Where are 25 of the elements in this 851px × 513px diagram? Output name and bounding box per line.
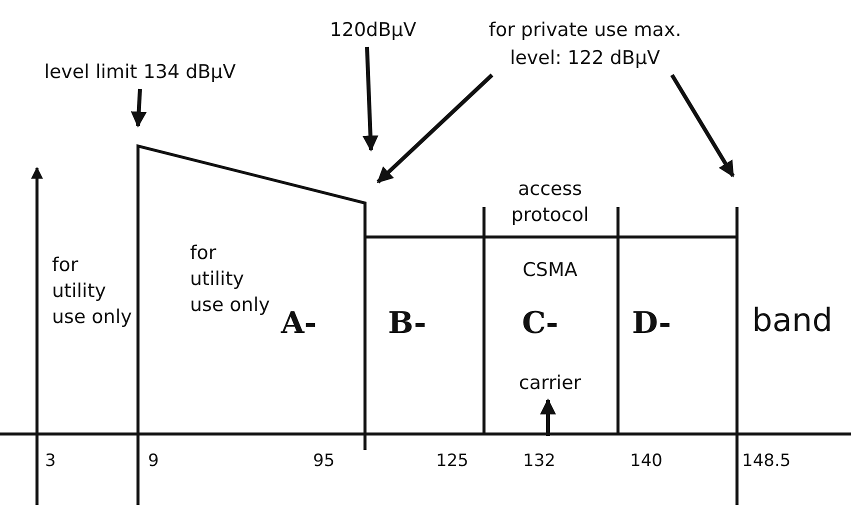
band-word: band — [752, 300, 834, 340]
band-name: C- — [522, 306, 560, 342]
annotation-text: 120dBμV — [318, 16, 428, 44]
tick-label: 3 — [45, 450, 56, 473]
leader-arrow — [362, 46, 378, 152]
leader-arrow — [376, 74, 494, 184]
leader-arrow — [130, 88, 147, 128]
leader-arrow — [540, 398, 556, 436]
leader-arrow — [670, 74, 735, 178]
tick-label: 95 — [313, 450, 335, 473]
band-name: B- — [388, 306, 428, 342]
tick-label: 125 — [436, 450, 468, 473]
annotation-text: for private use max. level: 122 dBμV — [480, 16, 690, 72]
annotation-text: carrier — [510, 369, 590, 397]
tick-label: 140 — [630, 450, 662, 473]
band-note: for utility use only — [52, 253, 132, 330]
tick-label: 132 — [523, 450, 556, 473]
tick-label: 148.5 — [742, 450, 791, 473]
protocol-name: CSMA — [522, 258, 578, 283]
annotation-text: level limit 134 dBμV — [10, 58, 270, 86]
section-label: access protocol — [510, 177, 590, 228]
band-name: D- — [632, 306, 672, 342]
tick-label: 9 — [148, 450, 159, 473]
band-note: for utility use only — [190, 241, 270, 318]
band-name: A- — [281, 306, 318, 342]
